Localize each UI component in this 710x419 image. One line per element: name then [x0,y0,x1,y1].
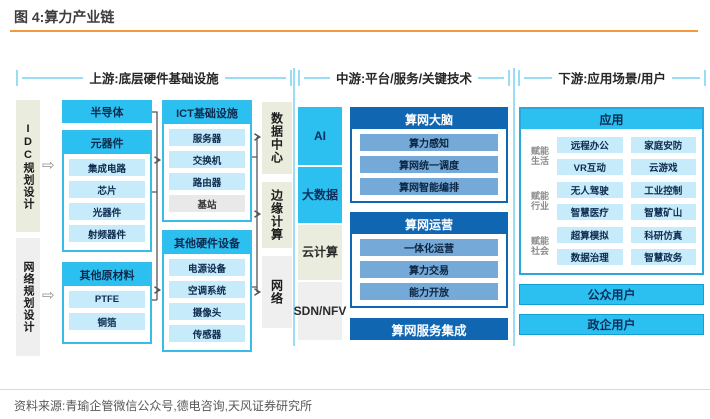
output-bar-network: 网络 [262,256,292,328]
midstream-section: 中游:平台/服务/关键技术 AI 大数据 云计算 SDN/NFV 算网大脑 算力… [294,62,511,367]
app-item: 工业控制 [630,182,696,198]
operation-title: 算网运营 [352,214,506,234]
network-planning-bar: 网络规划设计 [16,238,40,356]
operation-item: 一体化运营 [360,239,498,256]
idc-planning-bar: IDC规划设计 [16,100,40,232]
ict-item: 交换机 [169,151,245,168]
app-item: 数据治理 [557,249,623,265]
upstream-section-header: 上游:底层硬件基础设施 [16,68,293,87]
source-divider [0,389,710,390]
header-tick [704,69,707,86]
app-item: 智慧矿山 [630,204,696,220]
hardware-item: 摄像头 [169,303,245,320]
app-item: 家庭安防 [630,137,696,153]
computing-network-operation-panel: 算网运营 一体化运营 算力交易 能力开放 [350,212,508,308]
flow-arrow-icon: ⇨ [42,157,55,174]
ict-title: ICT基础设施 [164,102,250,124]
midstream-title: 中游:平台/服务/关键技术 [335,72,473,86]
components-title: 元器件 [64,132,150,154]
header-line [304,76,330,79]
app-item: 云游戏 [630,159,696,175]
app-item: VR互动 [557,159,623,175]
ict-item: 基站 [169,195,245,212]
midstream-section-header: 中游:平台/服务/关键技术 [298,68,511,87]
group-grid: 无人驾驶 工业控制 智慧医疗 智慧矿山 [557,182,696,220]
raw-material-item: 铜箔 [69,313,145,330]
figure-title: 图 4:算力产业链 [14,9,115,25]
app-item: 远程办公 [557,137,623,153]
raw-materials-box: 其他原材料 PTFE 铜箔 [62,262,152,344]
ict-item: 路由器 [169,173,245,190]
tech-bar-ai: AI [298,107,342,165]
downstream-section-header: 下游:应用场景/用户 [518,68,707,87]
header-tick [290,69,293,86]
output-bar-datacenter: 数据中心 [262,102,292,174]
components-box: 元器件 集成电路 芯片 光器件 射频器件 [62,130,152,252]
tech-bar-cloud: 云计算 [298,225,342,280]
service-integration-bar: 算网服务集成 [350,318,508,340]
title-underline [10,30,698,32]
component-item: 集成电路 [69,159,145,176]
application-box: 应用 赋能生活 远程办公 家庭安防 VR互动 云游戏 赋能行业 无人驾驶 工业 [519,107,704,275]
section-divider [293,68,295,346]
group-grid: 远程办公 家庭安防 VR互动 云游戏 [557,137,696,175]
flow-arrow-icon: ⇨ [42,287,55,304]
header-tick [16,69,18,86]
other-hardware-box: 其他硬件设备 电源设备 空调系统 摄像头 传感器 [162,230,252,352]
semiconductor-box: 半导体 [62,100,152,123]
brain-item: 算力感知 [360,134,498,151]
header-line [671,76,701,79]
app-item: 超算模拟 [557,227,623,243]
group-label: 赋能生活 [530,145,549,166]
brain-item: 算网统一调度 [360,156,498,173]
header-tick [518,69,520,86]
header-line [22,76,84,79]
header-tick [508,69,511,86]
header-tick [298,69,300,86]
application-group-life: 赋能生活 远程办公 家庭安防 VR互动 云游戏 [527,137,696,175]
section-divider [513,68,515,346]
app-item: 智慧医疗 [557,204,623,220]
hardware-item: 空调系统 [169,281,245,298]
ict-item: 服务器 [169,129,245,146]
other-hardware-title: 其他硬件设备 [164,232,250,254]
application-title: 应用 [521,109,702,129]
group-grid: 超算模拟 科研仿真 数据治理 智慧政务 [557,227,696,265]
operation-item: 能力开放 [360,283,498,300]
gov-enterprise-users-bar: 政企用户 [519,314,704,335]
component-item: 芯片 [69,181,145,198]
tech-bar-sdn-nfv: SDN/NFV [294,282,346,340]
application-group-industry: 赋能行业 无人驾驶 工业控制 智慧医疗 智慧矿山 [527,182,696,220]
component-item: 光器件 [69,203,145,220]
header-line [478,76,505,79]
downstream-section: 下游:应用场景/用户 应用 赋能生活 远程办公 家庭安防 VR互动 云游戏 赋能… [518,62,707,367]
output-bar-edge-computing: 边缘计算 [262,182,292,248]
source-line: 资料来源:青瑜企管微信公众号,德电咨询,天风证券研究所 [14,399,313,413]
public-users-bar: 公众用户 [519,284,704,305]
brain-title: 算网大脑 [352,109,506,129]
app-item: 无人驾驶 [557,182,623,198]
brain-item: 算网智能编排 [360,178,498,195]
hardware-item: 传感器 [169,325,245,342]
group-label: 赋能社会 [530,235,549,256]
ict-infrastructure-box: ICT基础设施 服务器 交换机 路由器 基站 [162,100,252,222]
hardware-item: 电源设备 [169,259,245,276]
raw-material-item: PTFE [69,291,145,308]
app-item: 智慧政务 [630,249,696,265]
app-item: 科研仿真 [630,227,696,243]
header-line [524,76,553,79]
flow-connector-lines [152,111,262,301]
raw-materials-title: 其他原材料 [64,264,150,286]
header-line [224,76,287,79]
operation-item: 算力交易 [360,261,498,278]
computing-network-brain-panel: 算网大脑 算力感知 算网统一调度 算网智能编排 [350,107,508,203]
group-label: 赋能行业 [530,190,549,211]
application-groups: 赋能生活 远程办公 家庭安防 VR互动 云游戏 赋能行业 无人驾驶 工业控制 智… [521,129,702,273]
upstream-section: 上游:底层硬件基础设施 IDC规划设计 网络规划设计 ⇨ ⇨ [16,62,293,367]
upstream-title: 上游:底层硬件基础设施 [89,72,219,86]
downstream-title: 下游:应用场景/用户 [558,72,666,86]
tech-bar-bigdata: 大数据 [298,167,342,223]
component-item: 射频器件 [69,225,145,242]
application-group-society: 赋能社会 超算模拟 科研仿真 数据治理 智慧政务 [527,227,696,265]
